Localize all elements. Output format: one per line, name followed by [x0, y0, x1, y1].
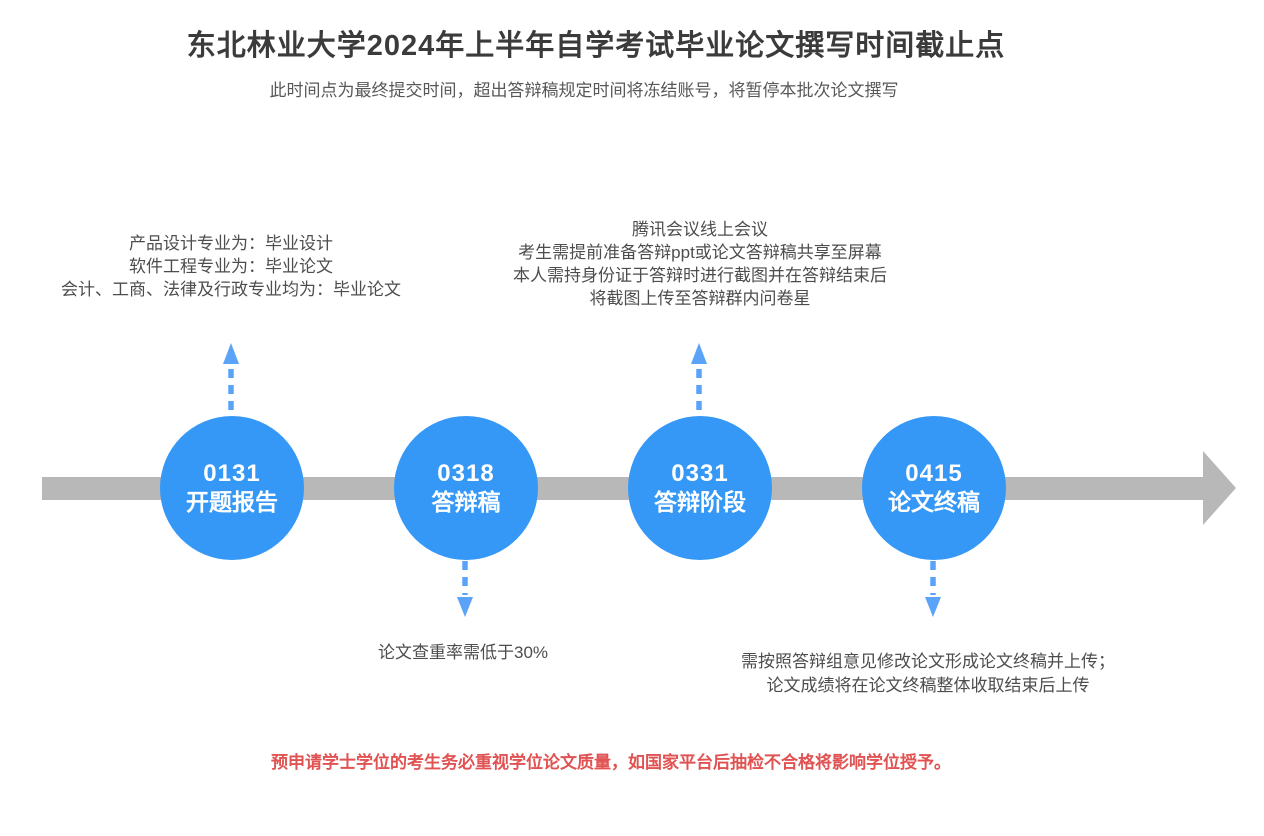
annotation-line: 软件工程专业为：毕业论文 — [129, 257, 333, 276]
annotation-line: 论文查重率需低于30% — [377, 643, 549, 662]
down-arrow-icon — [925, 561, 941, 617]
page-title: 东北林业大学2024年上半年自学考试毕业论文撰写时间截止点 — [186, 30, 1006, 62]
annotation-line: 本人需持身份证于答辩时进行截图并在答辩结束后 — [513, 266, 887, 285]
annotation-line: 考生需提前准备答辩ppt或论文答辩稿共享至屏幕 — [518, 243, 882, 262]
node-label: 论文终稿 — [888, 489, 980, 515]
node-date: 0131 — [203, 460, 261, 487]
annotation-below-node4: 需按照答辩组意见修改论文形成论文终稿并上传； 论文成绩将在论文终稿整体收取结束后… — [741, 650, 1115, 698]
node-date: 0318 — [437, 460, 495, 487]
node-label: 答辩稿 — [431, 489, 501, 515]
page-subtitle: 此时间点为最终提交时间，超出答辩稿规定时间将冻结账号，将暂停本批次论文撰写 — [269, 81, 899, 100]
footer-warning: 预申请学士学位的考生务必重视学位论文质量，如国家平台后抽检不合格将影响学位授予。 — [271, 753, 951, 772]
up-arrow-icon — [223, 343, 239, 413]
node-label: 开题报告 — [186, 489, 278, 515]
annotation-below-node2: 论文查重率需低于30% — [378, 641, 548, 664]
annotation-line: 腾讯会议线上会议 — [632, 220, 768, 239]
timeline-node-0331: 0331 答辩阶段 — [628, 416, 772, 560]
annotation-above-node3: 腾讯会议线上会议 考生需提前准备答辩ppt或论文答辩稿共享至屏幕 本人需持身份证… — [513, 218, 887, 310]
down-arrow-icon — [457, 561, 473, 617]
timeline-node-0415: 0415 论文终稿 — [862, 416, 1006, 560]
timeline-arrowhead-icon — [1203, 451, 1236, 525]
annotation-line: 产品设计专业为：毕业设计 — [129, 234, 333, 253]
annotation-line: 将截图上传至答辩群内问卷星 — [589, 289, 811, 308]
node-label: 答辩阶段 — [654, 489, 746, 515]
node-date: 0415 — [905, 460, 963, 487]
annotation-line: 论文成绩将在论文终稿整体收取结束后上传 — [766, 676, 1090, 695]
annotation-line: 需按照答辩组意见修改论文形成论文终稿并上传； — [741, 652, 1115, 671]
timeline-node-0318: 0318 答辩稿 — [394, 416, 538, 560]
up-arrow-icon — [691, 343, 707, 413]
annotation-above-node1: 产品设计专业为：毕业设计 软件工程专业为：毕业论文 会计、工商、法律及行政专业均… — [61, 232, 401, 301]
timeline-node-0131: 0131 开题报告 — [160, 416, 304, 560]
node-date: 0331 — [671, 460, 729, 487]
annotation-line: 会计、工商、法律及行政专业均为：毕业论文 — [61, 280, 401, 299]
